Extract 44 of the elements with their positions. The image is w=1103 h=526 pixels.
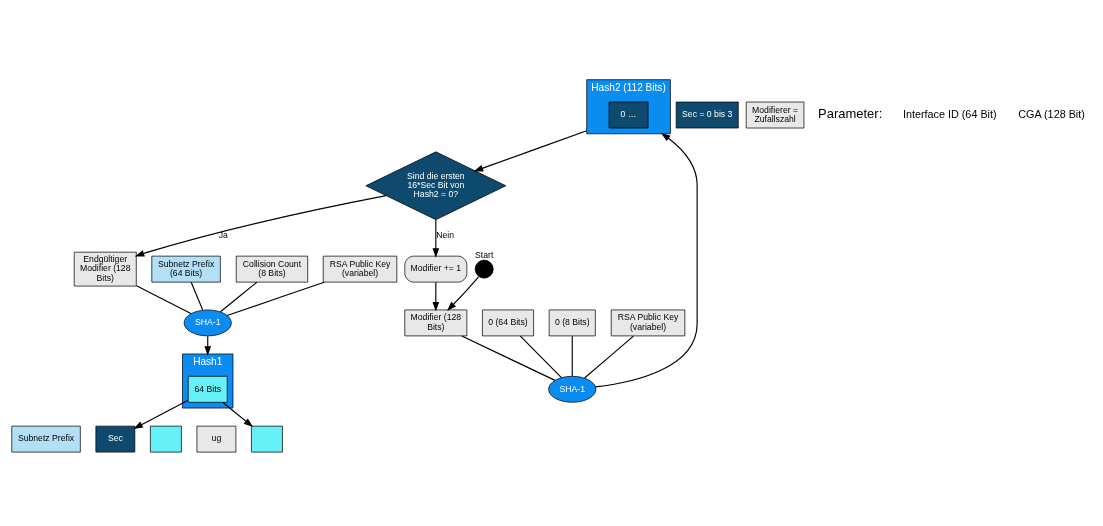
arrow [432, 219, 440, 258]
node-box: ug [196, 425, 237, 453]
node-box: Endgültiger Modifier (128 Bits) [73, 251, 137, 287]
node-box: 0 (64 Bits) [482, 309, 534, 337]
arrow [473, 130, 588, 172]
arrow [133, 399, 189, 429]
arrow [594, 132, 698, 388]
label: Parameter: [818, 106, 883, 122]
node-box: Collision Count (8 Bits) [235, 255, 309, 283]
node-box: 0 (8 Bits) [548, 309, 596, 337]
node-ellipse: SHA-1 [548, 375, 597, 403]
connector [571, 335, 573, 377]
node-box [251, 425, 283, 453]
node-box: Sec [95, 425, 136, 453]
arrow [134, 195, 387, 257]
arrow [447, 276, 480, 311]
connector [226, 281, 325, 317]
node-circle [474, 259, 494, 279]
node-ellipse: SHA-1 [183, 309, 232, 337]
connector [190, 281, 204, 311]
connector [584, 335, 634, 379]
node-box: Subnetz Prefix [11, 425, 81, 453]
node-box: RSA Public Key (variabel) [610, 309, 686, 337]
node-diamond: Sind die ersten 16*Sec Bit von Hash2 = 0? [365, 151, 507, 221]
node-box: Subnetz Prefix (64 Bits) [151, 255, 221, 283]
connector [219, 281, 258, 313]
node-box: Modifierer = Zufallszahl [745, 101, 805, 129]
node-box [150, 425, 182, 453]
edge-label: Ja [218, 230, 228, 241]
connector [519, 335, 562, 379]
node-box: Modifier += 1 [404, 255, 468, 283]
label: Interface ID (64 Bit) [902, 107, 997, 120]
node-box: Sec = 0 bis 3 [675, 101, 739, 129]
arrow [432, 281, 440, 312]
connector [461, 335, 556, 381]
node-box: 0 … [608, 101, 649, 129]
arrow [222, 401, 254, 428]
node-box: Modifier (128 Bits) [404, 309, 468, 337]
label: CGA (128 Bit) [1018, 107, 1085, 120]
node-box: RSA Public Key (variabel) [322, 255, 398, 283]
node-box: 64 Bits [187, 375, 228, 403]
node-label: Start [475, 249, 494, 260]
connector [136, 285, 192, 315]
edge-label: Nein [436, 230, 455, 241]
